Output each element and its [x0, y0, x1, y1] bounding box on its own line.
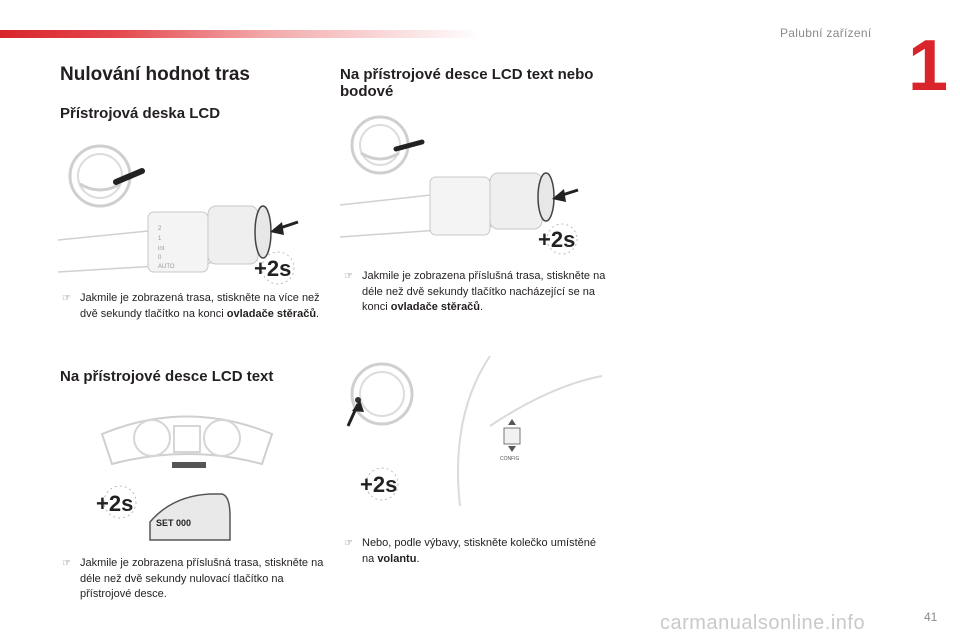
chapter-number: 1 — [908, 26, 949, 106]
instruction-steering-wheel: ☞ Nebo, podle výbavy, stiskněte kolečko … — [344, 537, 596, 565]
steering-wheel-thumbwheel-illustration: CONFIG +2s — [346, 356, 603, 506]
bullet-icon: ☞ — [62, 558, 71, 569]
page-number: 41 — [924, 610, 938, 624]
bullet-icon: ☞ — [344, 271, 353, 282]
section-heading-lcd-text-or-dot: Na přístrojové desce LCD text nebo bodov… — [340, 66, 594, 100]
hold-badge-icon: +2s — [96, 485, 137, 519]
arrow-icon — [270, 220, 299, 235]
svg-text:+2s: +2s — [360, 472, 397, 497]
steering-wheel-icon — [350, 115, 410, 175]
instruction-lcd-text: ☞ Jakmile je zobrazena příslušná trasa, … — [62, 557, 324, 600]
page-title: Nulování hodnot tras — [60, 64, 250, 85]
section-heading-lcd-panel: Přístrojová deska LCD — [60, 105, 221, 122]
bullet-icon: ☞ — [62, 293, 71, 304]
steering-wheel-icon — [68, 144, 132, 208]
chapter-title: Palubní zařízení — [780, 26, 872, 40]
arrow-icon — [346, 400, 364, 427]
wiper-stalk-illustration-left: 2 1 int 0 AUTO +2s — [58, 144, 299, 285]
svg-text:+2s: +2s — [538, 227, 575, 252]
instrument-panel-illustration: +2s SET 000 — [96, 415, 274, 541]
svg-text:0: 0 — [158, 255, 162, 261]
bullet-icon: ☞ — [344, 538, 353, 549]
set-button-label: SET 000 — [156, 518, 191, 528]
hold-badge-icon: +2s — [538, 223, 578, 255]
watermark: carmanualsonline.info — [660, 612, 866, 634]
header-accent-bar — [0, 30, 480, 38]
svg-text:1: 1 — [158, 236, 162, 242]
steering-wheel-icon — [350, 362, 414, 426]
section-heading-lcd-text: Na přístrojové desce LCD text — [60, 368, 274, 385]
svg-text:int: int — [158, 246, 165, 252]
arrow-icon — [552, 188, 579, 202]
svg-text:+2s: +2s — [96, 491, 133, 516]
instruction-lcd-text-or-dot: ☞ Jakmile je zobrazena příslušná trasa, … — [344, 270, 606, 313]
svg-text:AUTO: AUTO — [158, 264, 175, 270]
svg-text:2: 2 — [158, 226, 162, 232]
hold-badge-icon: +2s — [360, 467, 399, 501]
instruction-lcd-panel: ☞ Jakmile je zobrazená trasa, stiskněte … — [62, 292, 320, 320]
svg-text:+2s: +2s — [254, 256, 291, 281]
config-label: CONFIG — [500, 456, 520, 462]
wiper-stalk-illustration-right: +2s — [340, 115, 579, 255]
hold-badge-icon: +2s — [254, 251, 295, 285]
